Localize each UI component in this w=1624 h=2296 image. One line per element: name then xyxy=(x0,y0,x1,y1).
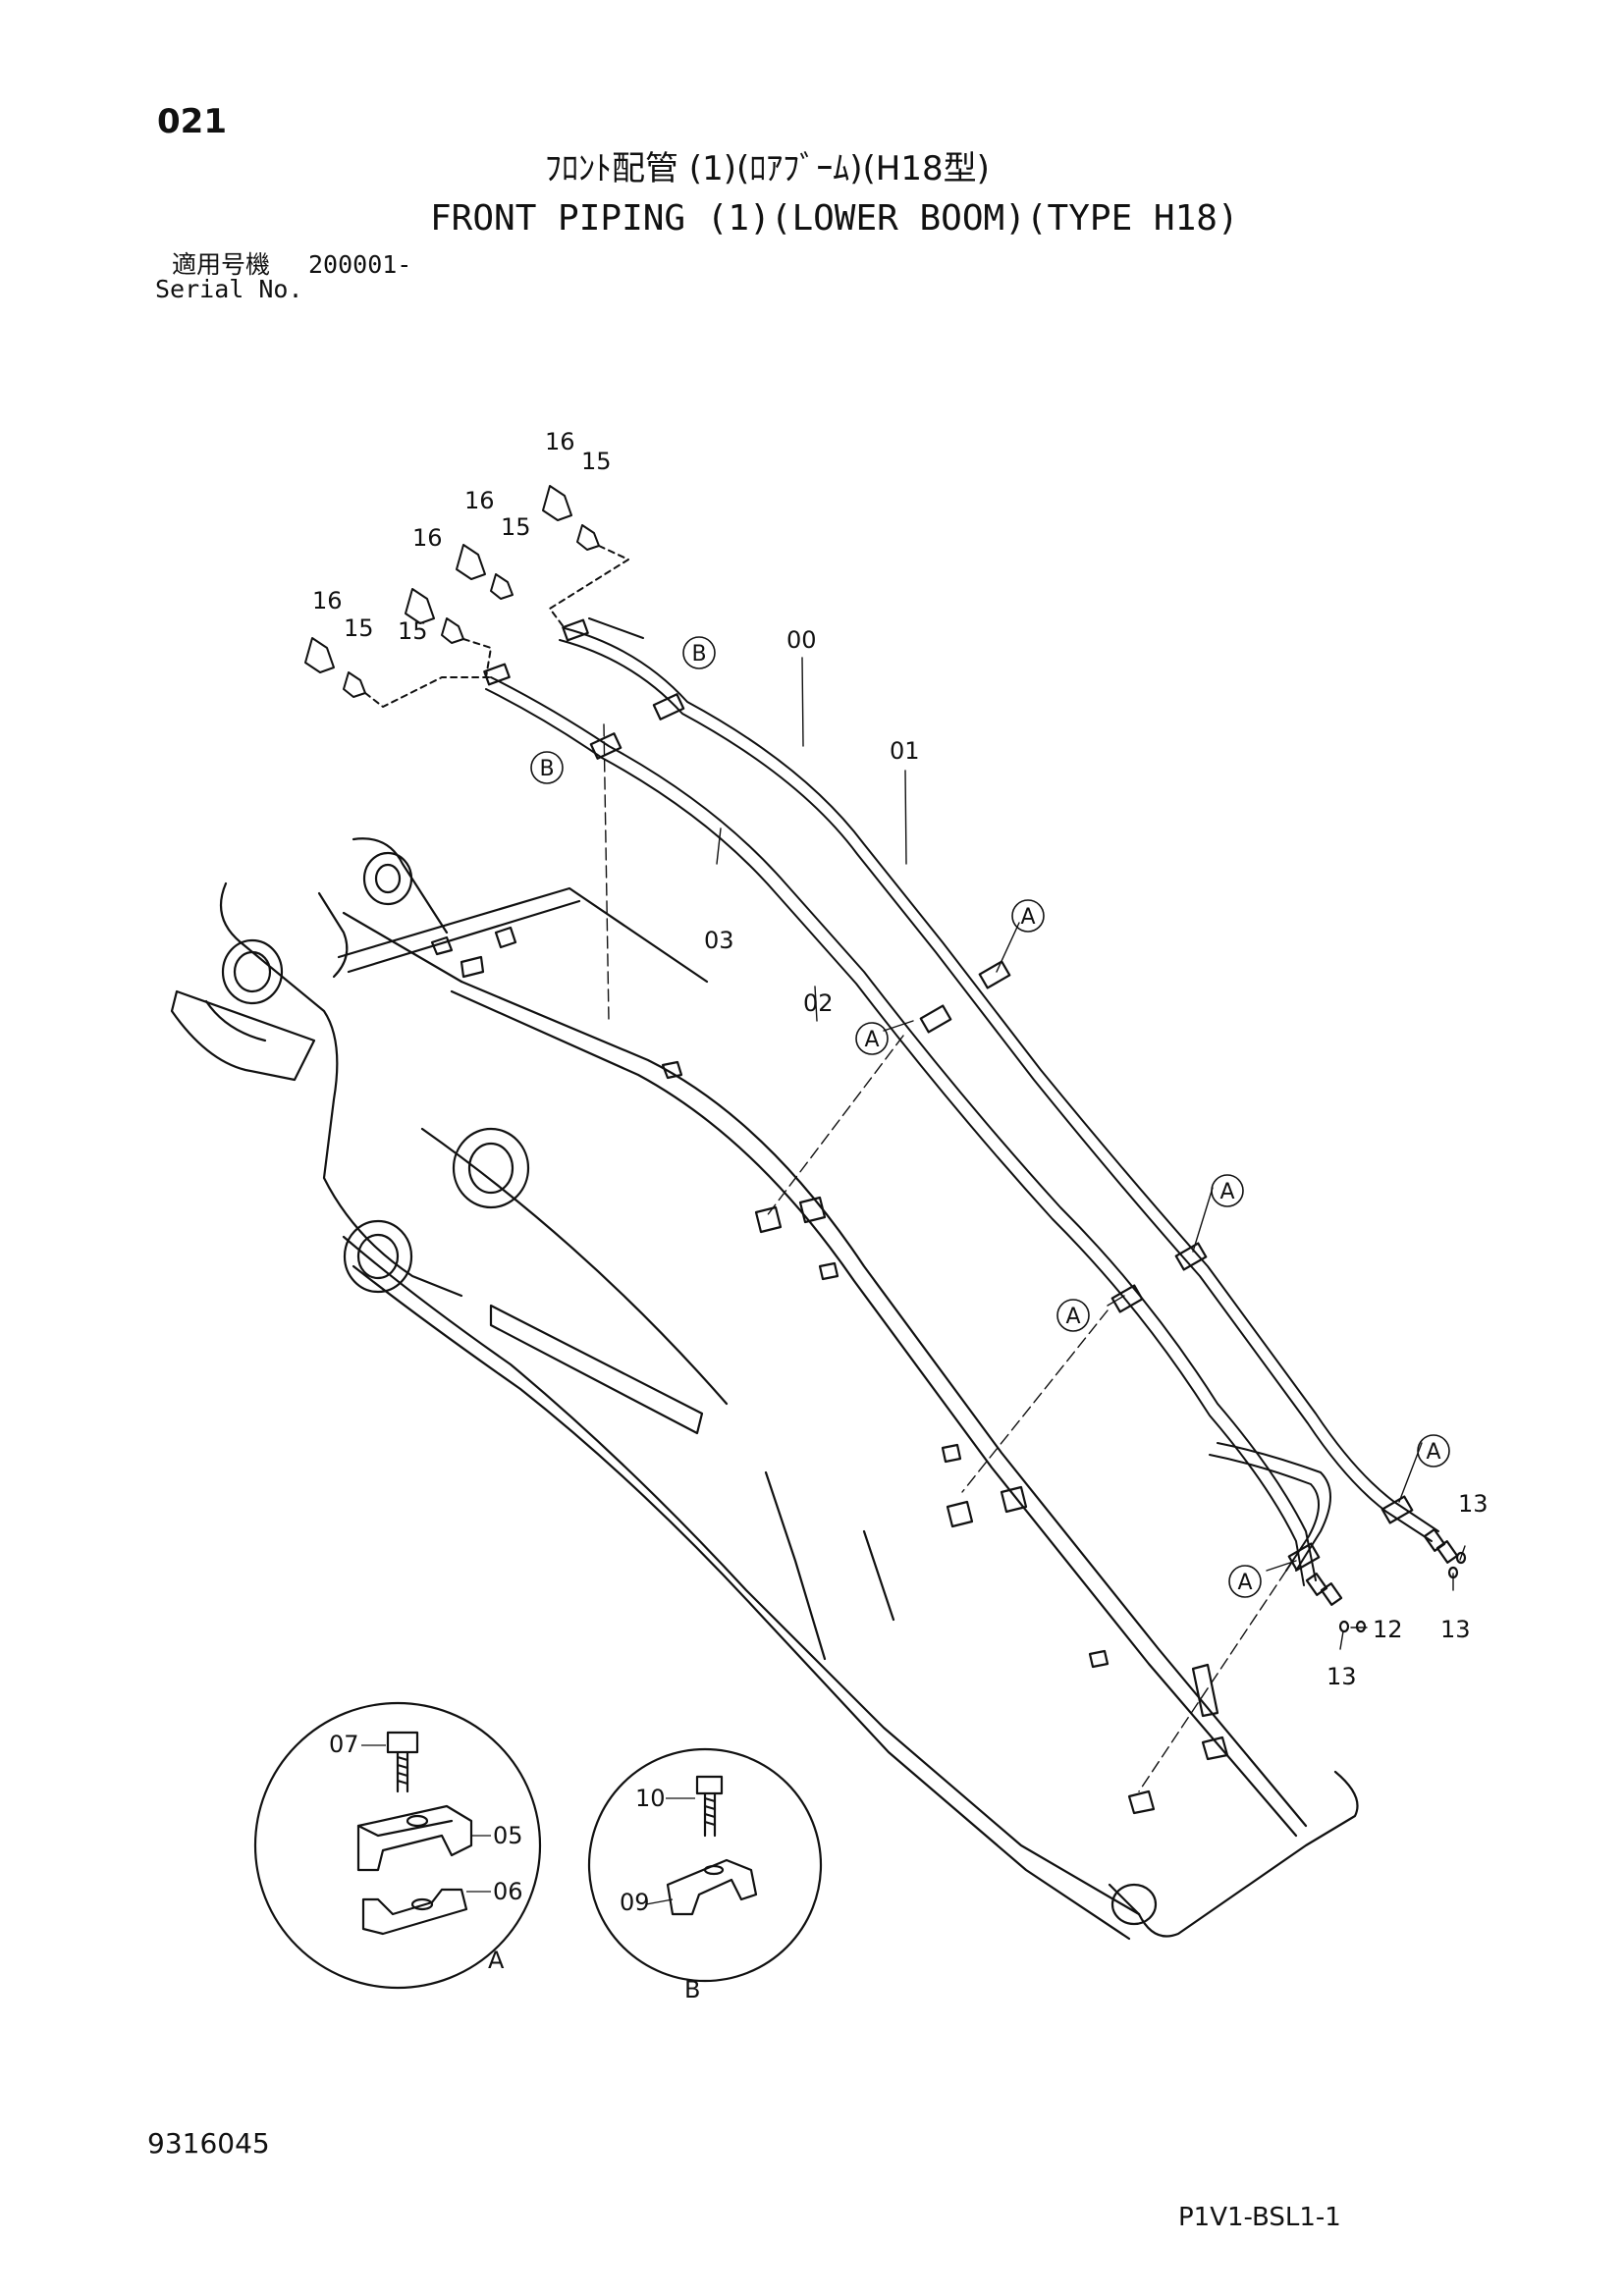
hose-fittings xyxy=(304,485,629,708)
callout-09: 09 xyxy=(620,1889,650,1916)
marker-b-1: B xyxy=(691,642,706,667)
leader-lines xyxy=(603,657,1466,1792)
pipe-end-fittings xyxy=(1305,1528,1467,1633)
callout-07: 07 xyxy=(329,1731,359,1758)
title-english: FRONT PIPING (1)(LOWER BOOM)(TYPE H18) xyxy=(430,198,1239,239)
marker-b-2: B xyxy=(539,757,554,781)
serial-label-japanese: 適用号機 xyxy=(172,250,271,279)
detail-a-drawing xyxy=(253,1701,542,1990)
callout-01: 01 xyxy=(890,737,920,765)
pipe-02 xyxy=(485,676,1331,1586)
callout-16a: 16 xyxy=(545,428,575,455)
callout-15d: 15 xyxy=(344,614,374,642)
drawing-number: 9316045 xyxy=(147,2127,270,2160)
callout-16c: 16 xyxy=(412,524,443,552)
callout-13c: 13 xyxy=(1326,1663,1357,1690)
marker-a-6: A xyxy=(1237,1571,1252,1595)
marker-a-5: A xyxy=(1426,1440,1440,1465)
marker-a-4: A xyxy=(1065,1305,1080,1329)
callout-13a: 13 xyxy=(1458,1490,1489,1518)
callout-16b: 16 xyxy=(464,487,495,514)
callout-15a: 15 xyxy=(581,448,612,475)
detail-label-b: B xyxy=(684,1976,700,2003)
callout-05: 05 xyxy=(493,1822,523,1849)
detail-leaders xyxy=(361,1744,695,1905)
serial-label-english: Serial No. xyxy=(155,275,303,303)
serial-number-value: 200001- xyxy=(308,250,412,279)
reference-code: P1V1-BSL1-1 xyxy=(1178,2203,1341,2232)
detail-labels: A B xyxy=(488,1947,700,2003)
title-japanese: ﾌﾛﾝﾄ配管 (1)(ﾛｱﾌﾞｰﾑ)(H18型) xyxy=(545,149,990,188)
callout-15b: 15 xyxy=(501,513,531,541)
callout-16d: 16 xyxy=(312,587,343,614)
view-marker-circles xyxy=(530,636,1450,1598)
callout-numbers: 16 15 16 15 16 15 16 15 00 01 03 02 13 1… xyxy=(312,428,1489,1916)
view-marker-letters: B B A A A A A A xyxy=(539,642,1440,1595)
callout-00: 00 xyxy=(786,626,817,654)
detail-b-drawing xyxy=(587,1747,823,1983)
marker-a-3: A xyxy=(1219,1180,1234,1204)
callout-03: 03 xyxy=(704,927,734,954)
marker-a-2: A xyxy=(864,1028,879,1052)
callout-12: 12 xyxy=(1373,1616,1403,1643)
lower-boom xyxy=(170,837,1359,1941)
marker-a-1: A xyxy=(1020,905,1035,930)
callout-02: 02 xyxy=(803,989,834,1017)
callout-13b: 13 xyxy=(1440,1616,1471,1643)
detail-label-a: A xyxy=(488,1947,505,1974)
callout-15c: 15 xyxy=(398,617,428,645)
callout-06: 06 xyxy=(493,1878,523,1905)
page-number: 021 xyxy=(157,102,227,141)
pipe-00 xyxy=(559,627,1439,1542)
pipe-clamps xyxy=(483,618,1414,1572)
pipe-01 xyxy=(588,617,644,639)
callout-10: 10 xyxy=(635,1785,666,1812)
